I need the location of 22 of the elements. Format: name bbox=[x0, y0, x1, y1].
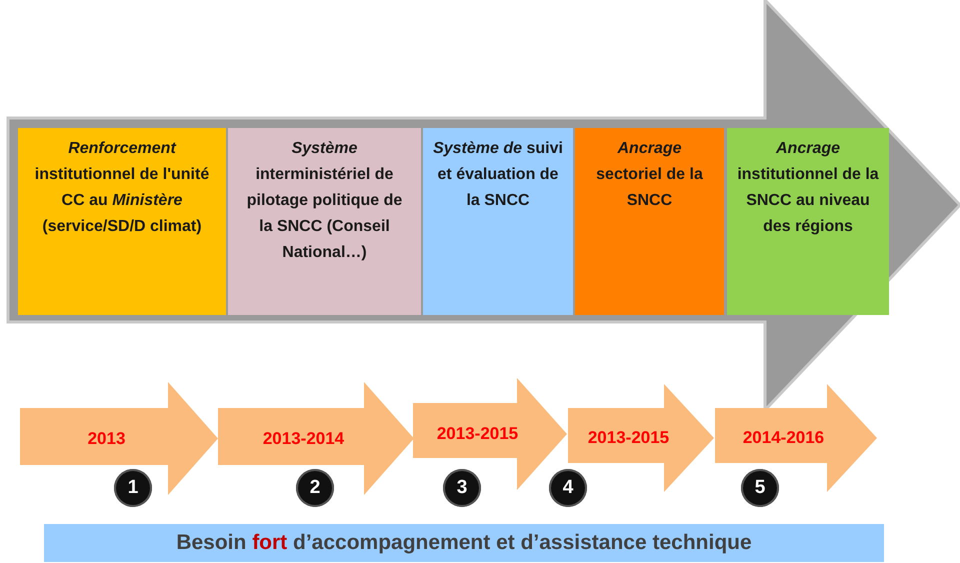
date-label: 2013 bbox=[86, 428, 126, 448]
phase-card bbox=[727, 128, 889, 315]
phase-text: Renforcement institutionnel de l'unité CC au Ministère (service/SD/D climat) bbox=[34, 139, 210, 237]
phase-card bbox=[228, 128, 421, 315]
note-text: Besoin fort d’accompagnement et d’assistance technique bbox=[176, 531, 752, 555]
note-band bbox=[44, 524, 884, 562]
callout-number: 1 bbox=[114, 469, 152, 507]
callout-number: 2 bbox=[296, 469, 334, 507]
date-label: 2013-2014 bbox=[262, 428, 346, 448]
phase-text: Ancrage sectoriel de la SNCC bbox=[595, 139, 704, 211]
callout-number: 4 bbox=[549, 469, 587, 507]
phase-card bbox=[423, 128, 573, 315]
date-label: 2013-2015 bbox=[586, 428, 670, 448]
phase-text: Système de suivi et évaluation de la SNCC bbox=[433, 139, 563, 211]
phase-card bbox=[575, 128, 724, 315]
callout-number: 3 bbox=[443, 469, 481, 507]
phase-text: Ancrage institutionnel de la SNCC au niveau des régions bbox=[737, 139, 879, 237]
phase-card bbox=[18, 128, 226, 315]
callout-number: 5 bbox=[741, 469, 779, 507]
phase-text: Système interministériel de pilotage politique de la SNCC (Conseil National…) bbox=[246, 139, 404, 263]
date-label: 2014-2016 bbox=[742, 428, 826, 448]
date-label: 2013-2015 bbox=[436, 424, 520, 444]
